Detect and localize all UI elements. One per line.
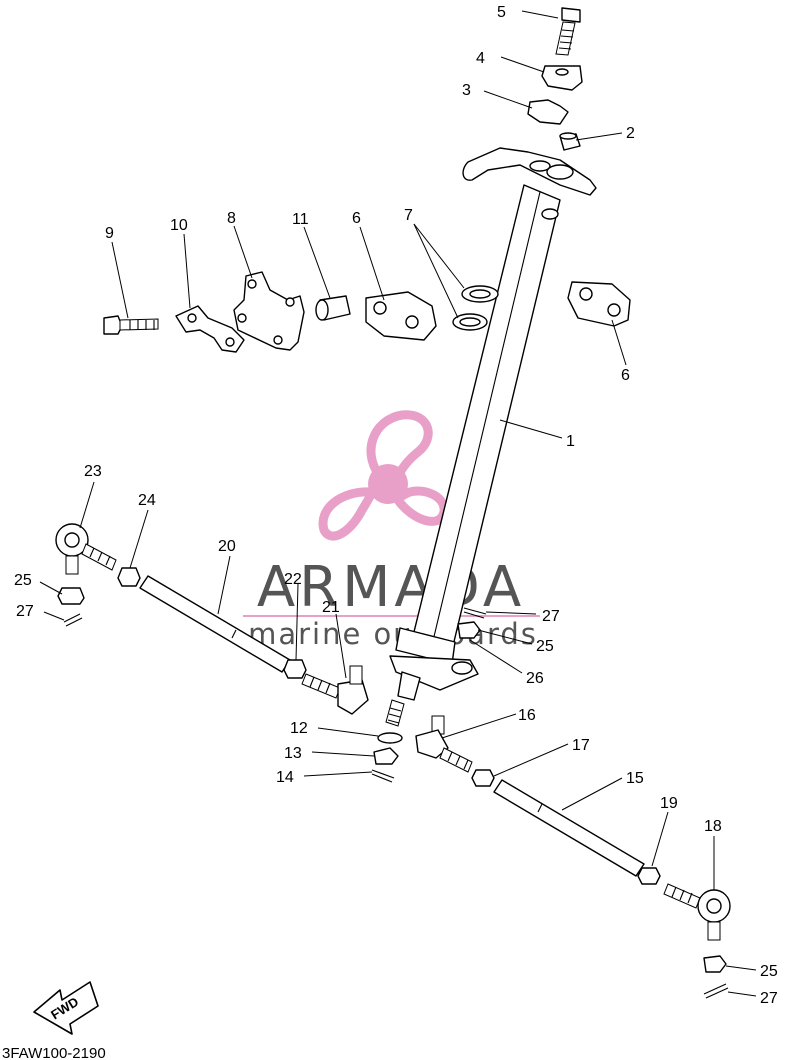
callout-13: 13 (284, 745, 302, 762)
callout-22: 22 (284, 571, 302, 588)
callout-1: 1 (566, 433, 575, 450)
part-1-steering-column (385, 147, 597, 727)
callout-6-left: 6 (352, 210, 361, 227)
callout-12: 12 (290, 720, 308, 737)
callout-18: 18 (704, 818, 722, 835)
part-5-bolt (555, 7, 581, 56)
part-22-nut (283, 659, 307, 679)
part-18-rod-end (663, 883, 731, 941)
part-3-clamp-lower (527, 99, 569, 125)
callout-14: 14 (276, 769, 294, 786)
part-7-washers (452, 285, 499, 331)
part-27-cotter-pin-left (63, 613, 83, 627)
armada-watermark: ARMADA marine outboards (243, 410, 540, 651)
part-10-plate (175, 305, 245, 353)
callout-6-right: 6 (621, 367, 630, 384)
part-13-nut (373, 747, 399, 765)
part-15-tube (493, 779, 645, 877)
diagram-code: 3FAW100-2190 (2, 1045, 106, 1060)
callout-3: 3 (462, 82, 471, 99)
part-14-cotter-pin (371, 769, 395, 783)
part-16-rod-end (415, 715, 473, 773)
callout-17: 17 (572, 737, 590, 754)
callout-labels: 5 4 3 2 9 10 8 11 6 7 6 1 23 24 20 22 21… (14, 4, 778, 1007)
callout-10: 10 (170, 217, 188, 234)
part-8-bracket (233, 271, 305, 351)
callout-19: 19 (660, 795, 678, 812)
part-12-washer (377, 732, 403, 744)
callout-21: 21 (322, 599, 340, 616)
callout-27-center: 27 (542, 608, 560, 625)
callout-9: 9 (105, 225, 114, 242)
part-9-bolt (103, 315, 159, 335)
callout-7: 7 (404, 207, 413, 224)
fwd-arrow-icon: FWD (33, 981, 99, 1035)
part-6-clamp-right (567, 281, 631, 327)
part-6-clamp-left (365, 291, 437, 341)
part-2-bushing (559, 132, 581, 151)
callout-11: 11 (292, 211, 309, 228)
leader-lines (39, 10, 757, 997)
callout-4: 4 (476, 50, 485, 67)
callout-15: 15 (626, 770, 644, 787)
callout-2: 2 (626, 125, 635, 142)
callout-20: 20 (218, 538, 236, 555)
callout-8: 8 (227, 210, 236, 227)
watermark-brand: ARMADA (257, 555, 525, 620)
callout-25-center: 25 (536, 638, 554, 655)
callout-16: 16 (518, 707, 536, 724)
callout-24: 24 (138, 492, 156, 509)
callout-25-right: 25 (760, 963, 778, 980)
part-25-nut-right (703, 955, 727, 973)
part-25-nut-left (57, 587, 85, 605)
callout-5: 5 (497, 4, 506, 21)
callout-26: 26 (526, 670, 544, 687)
part-17-nut (471, 769, 495, 787)
part-24-nut (117, 567, 141, 587)
callout-25-left: 25 (14, 572, 32, 589)
part-27-cotter-pin-center (463, 607, 487, 619)
part-27-cotter-pin-right (703, 983, 729, 999)
part-19-nut (637, 867, 661, 885)
part-4-clamp (541, 65, 583, 91)
part-21-rod-end (301, 665, 369, 715)
part-23-rod-end (55, 523, 117, 575)
callout-23: 23 (84, 463, 102, 480)
propeller-logo-icon (318, 410, 449, 541)
callout-27-left: 27 (16, 603, 34, 620)
part-11-sleeve (315, 295, 351, 321)
part-25-nut-center (457, 621, 481, 639)
callout-27-right: 27 (760, 990, 778, 1007)
